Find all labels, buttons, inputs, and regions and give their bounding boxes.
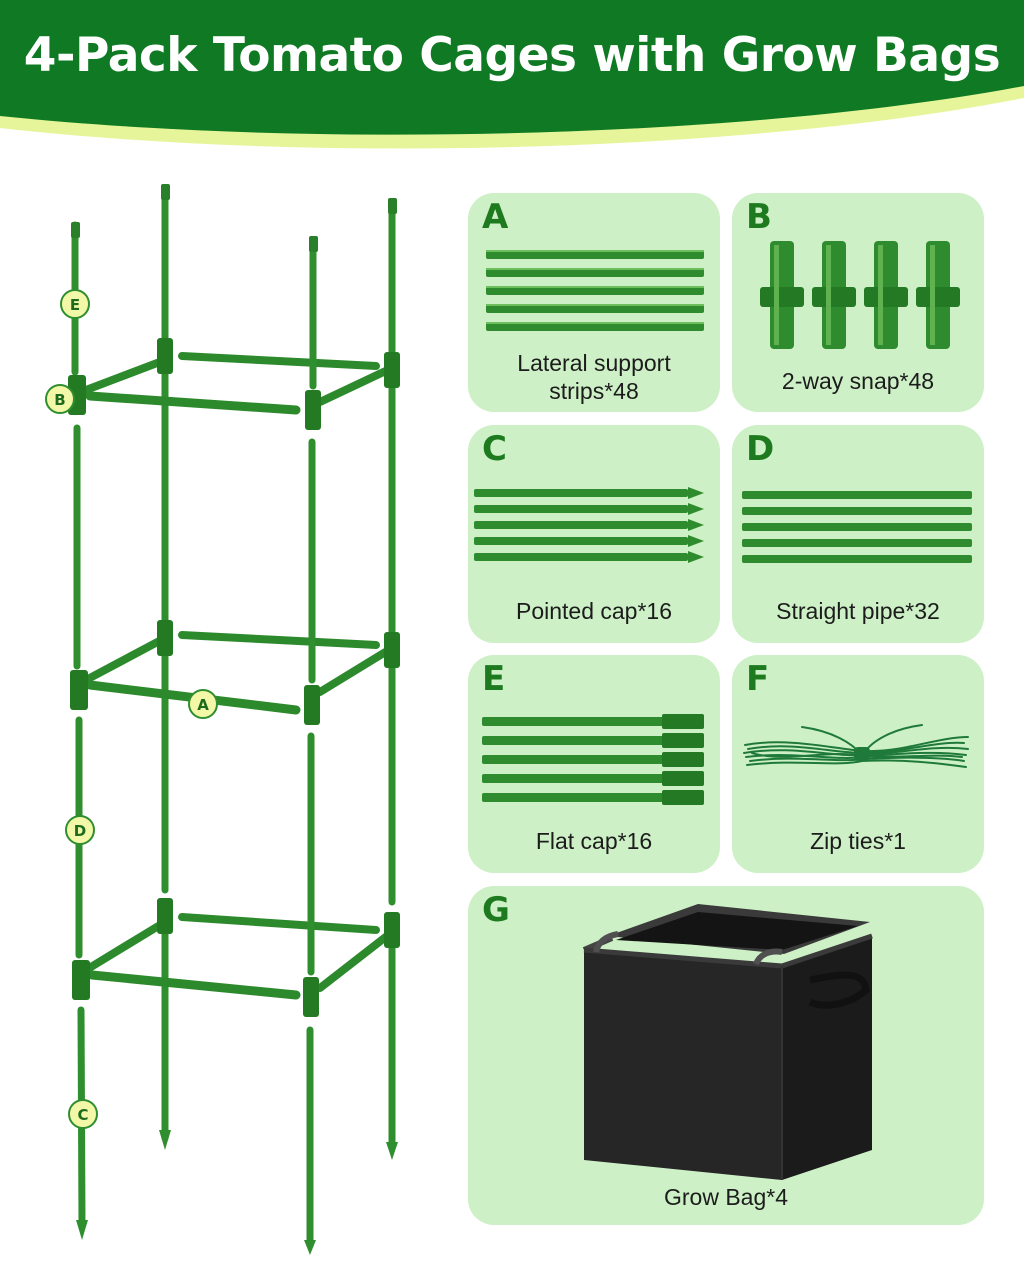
part-label: Straight pipe*32 — [776, 598, 940, 624]
part-panel-c: C Pointed cap*16 — [468, 425, 720, 643]
part-label: Pointed cap*16 — [515, 598, 672, 624]
header-banner: 4-Pack Tomato Cages with Grow Bags — [0, 0, 1024, 170]
pointed-cap-stakes-icon — [474, 487, 704, 563]
page-title: 4-Pack Tomato Cages with Grow Bags — [23, 28, 1001, 83]
callout-a: A — [188, 689, 218, 719]
part-letter: G — [482, 890, 510, 930]
callout-e: E — [60, 289, 90, 319]
assembled-cage-diagram: E B A D C — [20, 180, 440, 1265]
flat-cap-stakes-icon — [482, 714, 704, 805]
callout-d: D — [65, 815, 95, 845]
cage-illustration — [68, 184, 400, 1255]
part-label: Zip ties*1 — [810, 828, 906, 854]
part-label: 2-way snap*48 — [781, 368, 935, 394]
part-letter: B — [746, 197, 772, 237]
svg-text:C: C — [77, 1106, 88, 1124]
zip-ties-icon — [743, 724, 969, 768]
svg-text:D: D — [74, 822, 86, 840]
part-letter: E — [482, 659, 506, 699]
part-panel-f: F Zip ties*1 — [732, 655, 984, 873]
part-label: Grow Bag*4 — [663, 1184, 788, 1210]
part-panel-g: G Grow Bag*4 — [468, 886, 984, 1225]
lateral-support-strips-icon — [486, 250, 704, 331]
banner-background — [0, 0, 1024, 149]
part-panel-d: D Straight pipe*32 — [732, 425, 984, 643]
part-label: Flat cap*16 — [535, 828, 653, 854]
part-label: Lateral support strips*48 — [517, 350, 671, 404]
two-way-snap-icon — [760, 241, 960, 349]
svg-text:B: B — [54, 391, 65, 409]
callout-c: C — [68, 1099, 98, 1129]
part-letter: A — [482, 197, 509, 237]
part-panel-e: E Flat cap*16 — [468, 655, 720, 873]
svg-text:E: E — [70, 296, 80, 314]
svg-text:A: A — [197, 696, 209, 714]
part-letter: F — [746, 659, 770, 699]
part-letter: C — [482, 429, 507, 469]
grow-bag-icon — [582, 904, 873, 1180]
straight-pipes-icon — [742, 491, 972, 563]
part-panel-b: B 2-way snap*48 — [732, 193, 984, 412]
callout-labels: E B A D C — [45, 289, 218, 1129]
part-letter: D — [746, 429, 775, 469]
part-panel-a: A Lateral support strips*48 — [468, 193, 720, 412]
callout-b: B — [45, 384, 75, 414]
